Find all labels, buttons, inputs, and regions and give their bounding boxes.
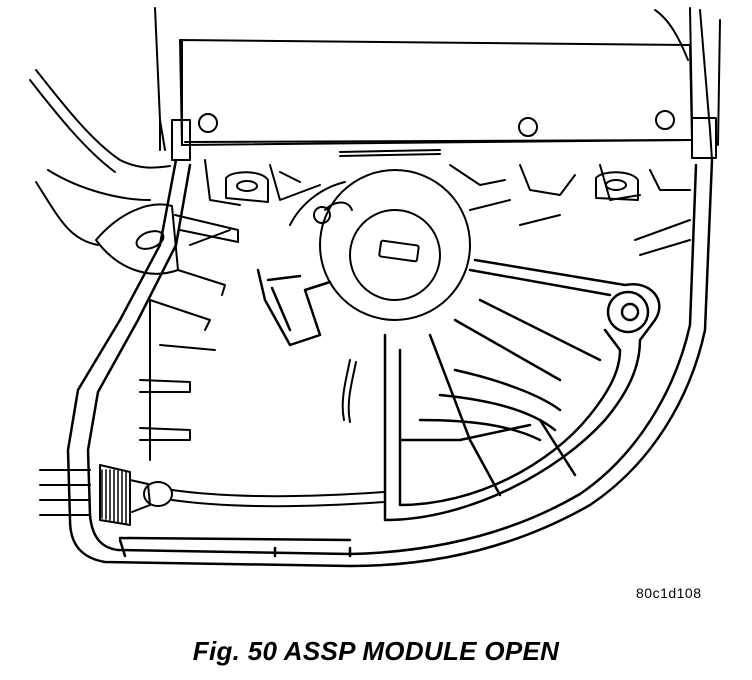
hub-outer-disk [320,170,470,320]
lid-hole-1 [199,114,217,132]
sector-contact-plate [258,260,659,520]
wire-harness-connector [40,465,384,525]
module-cover-lid [155,8,720,160]
bracket-hole [134,228,166,253]
figure-reference-code: 80c1d108 [636,585,702,601]
shaft-slot [379,240,419,261]
mounting-boss-left [226,172,268,202]
hub-inner-disk [350,210,440,300]
background-wiring [30,10,688,245]
assp-module-illustration [0,0,752,620]
connector-plug [144,482,172,506]
figure-caption: Fig. 50 ASSP MODULE OPEN [192,636,560,666]
module-housing [68,160,712,566]
housing-back-wall [190,160,690,255]
pivot-eye [608,292,648,332]
internal-wire [343,360,356,422]
left-mounting-bracket [96,204,238,460]
rotary-sensor-hub [290,170,470,320]
